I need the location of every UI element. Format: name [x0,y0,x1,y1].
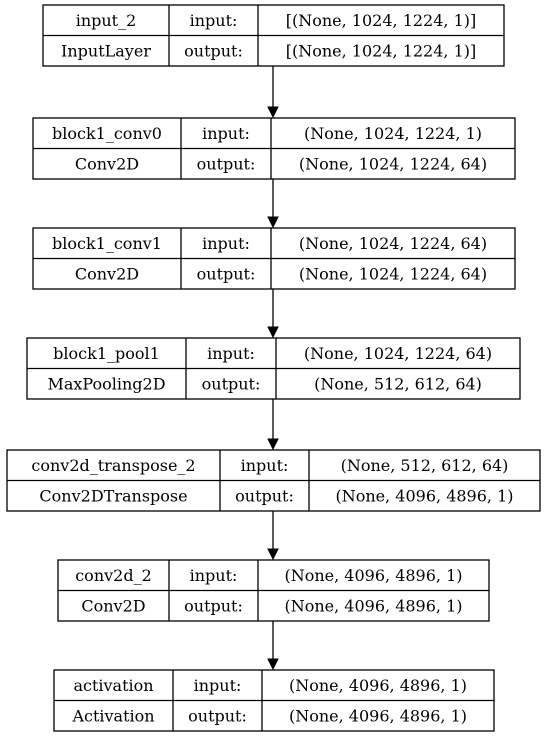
input-label: input: [202,124,250,143]
layer-type: Conv2D [81,597,145,616]
arrow-head [267,106,279,119]
layer-type: Activation [71,707,154,726]
input-label: input: [202,234,250,253]
output-label: output: [184,42,243,61]
output-label: output: [188,707,247,726]
input-shape: (None, 1024, 1224, 64) [299,234,487,253]
output-shape: (None, 1024, 1224, 64) [299,155,487,174]
layer-name: input_2 [76,11,137,30]
output-label: output: [197,155,256,174]
input-shape: (None, 4096, 4896, 1) [289,676,467,695]
output-shape: (None, 4096, 4896, 1) [284,597,462,616]
layer-name: conv2d_2 [75,566,152,585]
layer-name: block1_conv1 [52,234,162,253]
output-label: output: [202,375,261,394]
output-shape: [(None, 1024, 1224, 1)] [286,42,477,61]
output-shape: (None, 512, 612, 64) [314,375,482,394]
input-shape: (None, 512, 612, 64) [341,456,509,475]
output-label: output: [197,265,256,284]
layer-type: InputLayer [61,42,151,61]
layer-type: Conv2D [75,265,139,284]
layer-name: block1_conv0 [52,124,162,143]
arrow-head [267,658,279,671]
arrow-head [267,548,279,561]
output-shape: (None, 4096, 4896, 1) [335,487,513,506]
input-label: input: [241,456,289,475]
input-label: input: [190,566,238,585]
output-shape: (None, 4096, 4896, 1) [289,707,467,726]
output-label: output: [184,597,243,616]
input-label: input: [207,344,255,363]
layer-name: activation [73,676,153,695]
arrow-head [267,326,279,339]
input-shape: (None, 1024, 1224, 64) [304,344,492,363]
layer-name: block1_pool1 [53,344,160,363]
layer-type: MaxPooling2D [47,375,165,394]
output-label: output: [235,487,294,506]
layer-type: Conv2D [75,155,139,174]
output-shape: (None, 1024, 1224, 64) [299,265,487,284]
arrow-head [267,216,279,229]
layer-type: Conv2DTranspose [39,487,187,506]
input-shape: (None, 4096, 4896, 1) [284,566,462,585]
layer-name: conv2d_transpose_2 [31,456,195,475]
input-shape: [(None, 1024, 1224, 1)] [286,11,477,30]
input-label: input: [194,676,242,695]
input-shape: (None, 1024, 1224, 1) [304,124,482,143]
arrow-head [267,438,279,451]
input-label: input: [190,11,238,30]
